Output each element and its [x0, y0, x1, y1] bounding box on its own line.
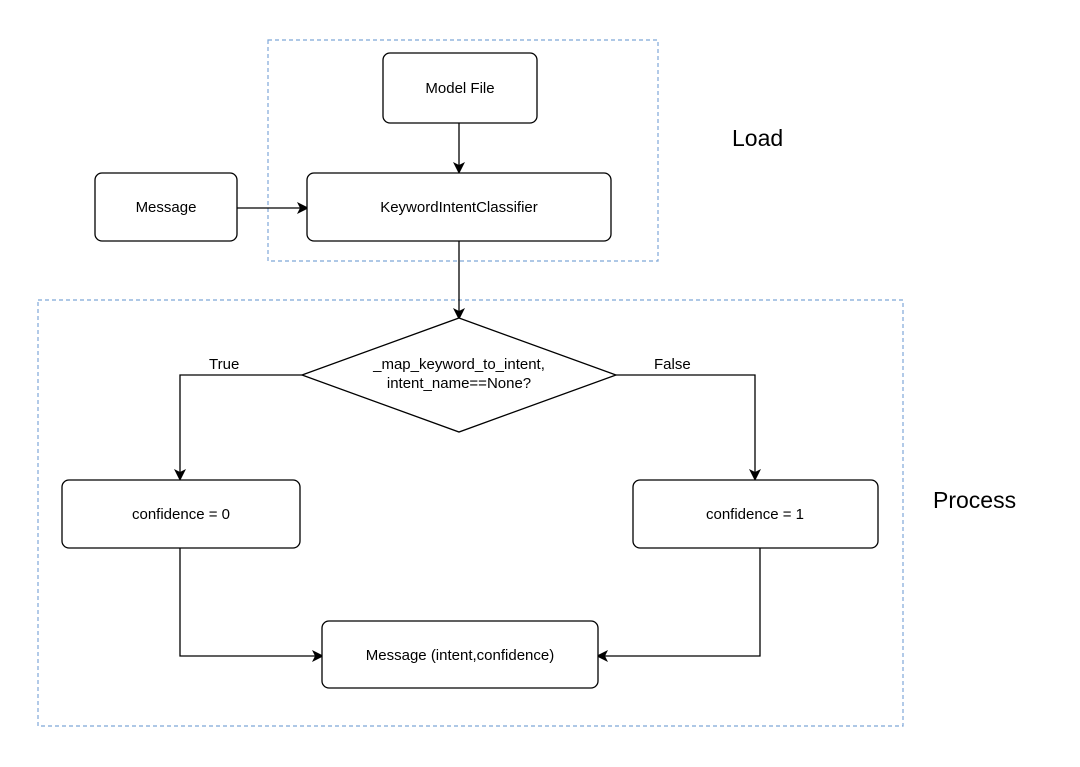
edge-label-true: True [209, 356, 239, 373]
model-file-label: Model File [425, 80, 494, 97]
edge-decision-false [616, 374, 761, 481]
edge-decision-true [174, 374, 302, 481]
process-group-label: Process [933, 487, 1016, 513]
decision-label-line2: intent_name==None? [387, 375, 531, 392]
edge-confidence1-to-output [596, 548, 761, 662]
confidence-one-node: confidence = 1 [632, 479, 879, 549]
output-message-node: Message (intent,confidence) [321, 620, 599, 689]
process-group-boundary [37, 299, 904, 727]
edge-label-false: False [654, 356, 691, 373]
edge-confidence0-to-output [179, 548, 324, 662]
classifier-label: KeywordIntentClassifier [380, 199, 538, 216]
message-node: Message [94, 172, 238, 242]
message-label: Message [136, 199, 197, 216]
model-file-node: Model File [382, 52, 538, 124]
confidence-zero-label: confidence = 0 [132, 506, 230, 523]
confidence-one-label: confidence = 1 [706, 506, 804, 523]
load-group-boundary [267, 39, 659, 262]
decision-label-line1: _map_keyword_to_intent, [372, 356, 545, 373]
confidence-zero-node: confidence = 0 [61, 479, 301, 549]
decision-node: _map_keyword_to_intent, intent_name==Non… [300, 317, 618, 433]
classifier-node: KeywordIntentClassifier [306, 172, 612, 242]
output-message-label: Message (intent,confidence) [366, 647, 554, 664]
load-group-label: Load [732, 125, 783, 151]
